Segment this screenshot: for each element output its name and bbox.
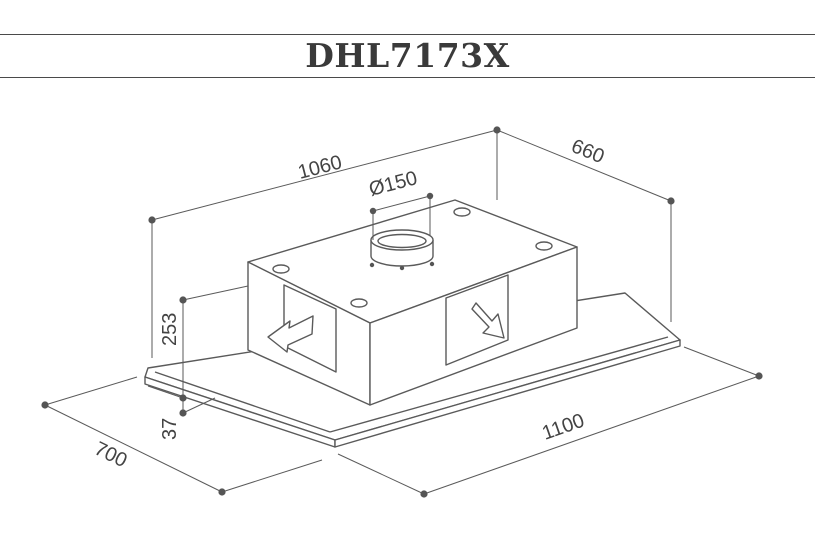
dim-700 [44,376,323,493]
header-rule-top [0,34,815,35]
dim-150 [372,195,431,240]
airflow-arrow-left-icon [267,315,314,353]
dimension-endpoints [41,126,763,498]
dim-660 [496,129,672,322]
duct-collar [370,229,434,267]
dim-1100 [337,346,760,495]
label-1060: 1060 [296,151,345,184]
label-700: 700 [91,438,131,472]
screw-holes [272,207,553,308]
label-253: 253 [159,313,181,346]
label-37: 37 [159,418,181,440]
label-150: Ø150 [367,167,420,201]
model-title: DHL7173X [305,36,510,75]
dim-253 [182,285,249,398]
airflow-arrow-right-icon [471,302,505,339]
dim-1060 [151,129,498,358]
label-660: 660 [568,135,607,168]
header-rule-bottom [0,77,815,78]
vent-right [445,274,509,366]
